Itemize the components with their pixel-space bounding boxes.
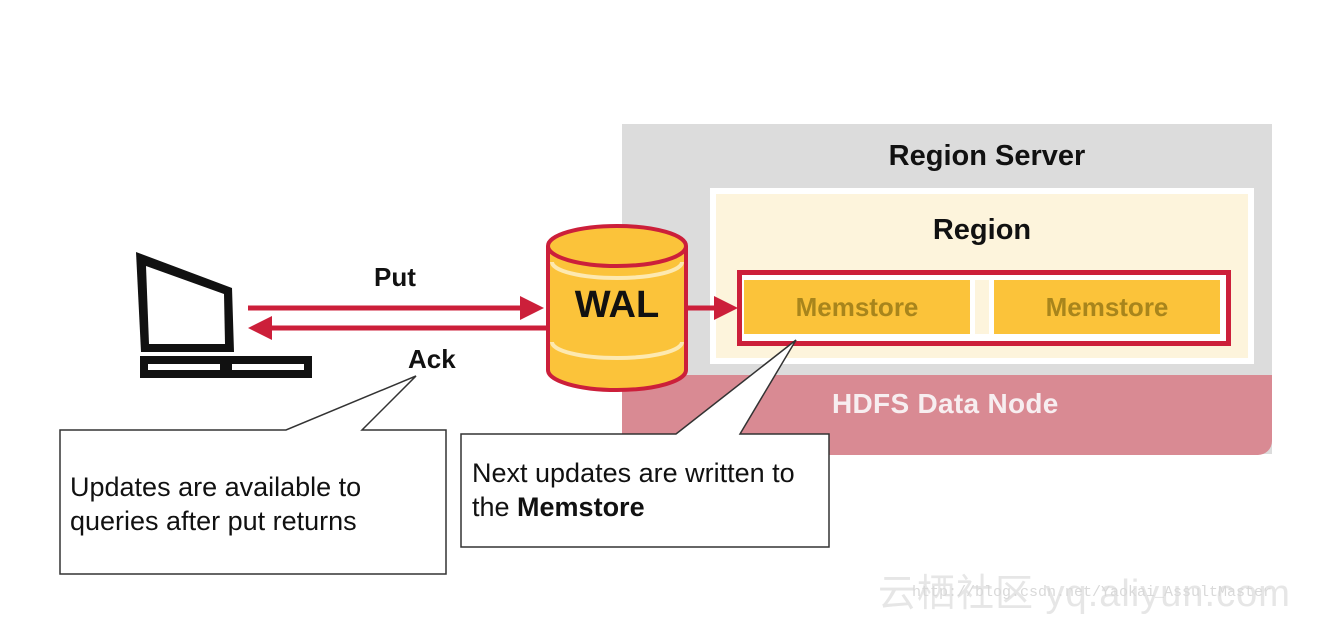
memstore-1: Memstore (744, 280, 970, 334)
memstore-divider (975, 280, 989, 334)
callout-memstore (460, 339, 830, 548)
put-label: Put (374, 262, 416, 292)
watermark-url: http://blog.csdn.net/Yaokai_AssultMaster (912, 584, 1273, 601)
wal-label: WAL (574, 284, 660, 326)
callout-client (59, 375, 447, 575)
callout-client-text: Updates are available to queries after p… (70, 472, 362, 536)
ack-label: Ack (408, 344, 456, 374)
ack-arrow (248, 316, 546, 340)
callout-memstore-text-prefix: Next updates are written to the (472, 458, 795, 522)
callout-memstore-text-bold: Memstore (517, 492, 645, 522)
region-title: Region (932, 214, 1032, 246)
callout-memstore-text: Next updates are written to the Memstore (472, 456, 822, 524)
laptop-icon (136, 252, 312, 378)
put-arrow (248, 296, 544, 320)
region-server-title: Region Server (888, 140, 1086, 172)
watermark-site: 云栖社区 yq.aliyun.com (878, 573, 1291, 615)
wal-database-icon (546, 224, 688, 392)
hdfs-data-node-label: HDFS Data Node (832, 388, 1059, 419)
memstore-2: Memstore (994, 280, 1220, 334)
wal-to-memstore-arrow (688, 296, 738, 320)
